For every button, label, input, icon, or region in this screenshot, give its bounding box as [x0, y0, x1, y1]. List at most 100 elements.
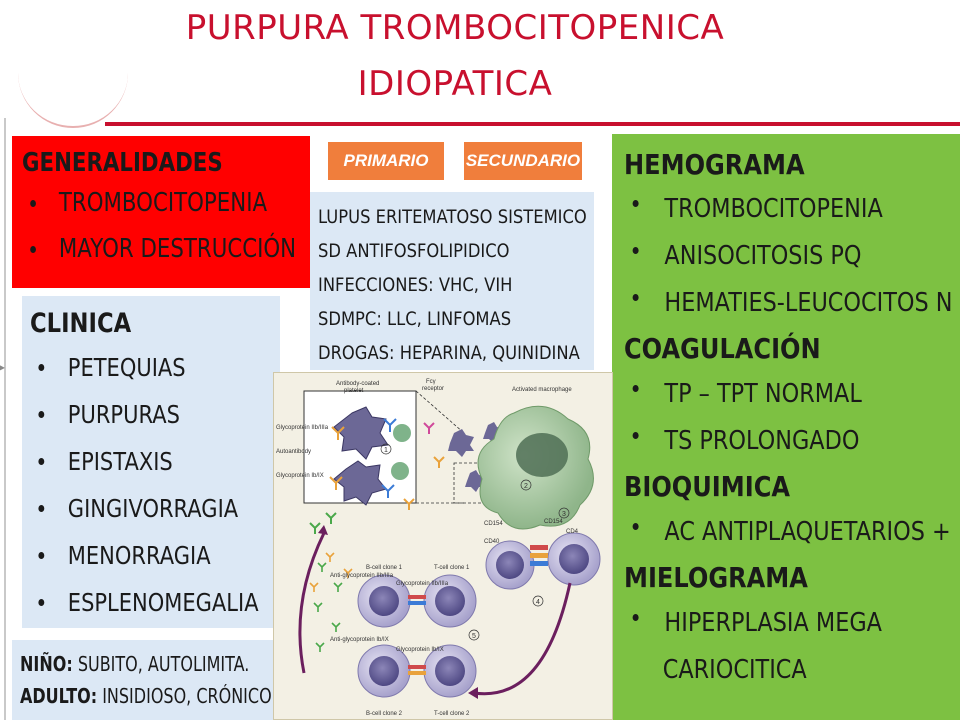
label-cd4: CD4 — [566, 529, 579, 535]
secundario-item: LUPUS ERITEMATOSO SISTEMICO — [318, 206, 587, 228]
edad-box: NIÑO: SUBITO, AUTOLIMITA. ADULTO: INSIDI… — [12, 640, 274, 720]
clinica-item: GINGIVORRAGIA — [30, 485, 282, 532]
nino-text: SUBITO, AUTOLIMITA. — [72, 652, 250, 676]
adulto-text: INSIDIOSO, CRÓNICO — [97, 684, 272, 708]
generalidades-heading: GENERALIDADES — [22, 148, 223, 178]
bullet-icon — [38, 411, 45, 418]
step-number: 1 — [384, 447, 388, 454]
cell-nucleus — [435, 656, 465, 686]
coagulacion-item-label: TP – TPT NORMAL — [664, 379, 862, 409]
bullet-icon — [38, 552, 45, 559]
label-platelet: platelet — [344, 388, 364, 394]
page-title-line2: IDIOPATICA — [357, 64, 553, 104]
label-bcell-1: B-cell clone 1 — [366, 565, 403, 571]
mielograma-heading: MIELOGRAMA — [624, 561, 808, 594]
label-cd154-right: CD154 — [544, 519, 563, 525]
step-number: 2 — [524, 483, 528, 490]
bullet-icon — [632, 614, 639, 621]
clinica-item: PURPURAS — [30, 391, 282, 438]
itp-diagram: Antibody-coated platelet Fcγ receptor Ac… — [276, 379, 601, 717]
coagulacion-item: TS PROLONGADO — [624, 418, 955, 465]
step-number: 4 — [536, 599, 540, 606]
label-tcell-1: T-cell clone 1 — [434, 565, 470, 571]
clinica-item-label: MENORRAGIA — [67, 541, 211, 570]
page-title-line1: PURPURA TROMBOCITOPENICA — [185, 8, 725, 48]
hemograma-item-label: ANISOCITOSIS PQ — [664, 241, 862, 271]
adulto-line: ADULTO: INSIDIOSO, CRÓNICO — [20, 680, 276, 712]
mielograma-item-continued: CARIOCITICA — [624, 647, 955, 694]
bullet-icon — [632, 247, 639, 254]
bullet-icon — [30, 199, 36, 207]
clinica-item: EPISTAXIS — [30, 438, 282, 485]
title-divider — [105, 122, 960, 126]
clinica-item-label: EPISTAXIS — [67, 447, 173, 476]
generalidades-item: MAYOR DESTRUCCIÓN — [22, 226, 301, 272]
flow-arrow — [298, 532, 326, 674]
bullet-icon — [632, 385, 639, 392]
generalidades-item: TROMBOCITOPENIA — [22, 180, 301, 226]
clinica-heading: CLINICA — [30, 308, 132, 339]
generalidades-item-label: TROMBOCITOPENIA — [58, 188, 268, 218]
fc-receptor-cell — [391, 462, 409, 480]
platelet-shape — [333, 406, 389, 460]
bullet-icon — [632, 523, 639, 530]
primario-tag: PRIMARIO — [328, 142, 444, 180]
bullet-icon — [30, 245, 36, 253]
clinica-item-label: PETEQUIAS — [67, 353, 186, 382]
secundario-item: SD ANTIFOSFOLIPIDICO — [318, 240, 510, 262]
bioquimica-item: AC ANTIPLAQUETARIOS + — [624, 509, 955, 556]
secundario-item: INFECCIONES: VHC, VIH — [318, 274, 513, 296]
cell-nucleus — [369, 656, 399, 686]
clinica-item-label: GINGIVORRAGIA — [67, 494, 239, 523]
label-activated-macrophage: Activated macrophage — [512, 387, 572, 393]
clinica-box: CLINICA PETEQUIAS PURPURAS EPISTAXIS GIN… — [22, 296, 280, 628]
mielograma-item: HIPERPLASIA MEGA — [624, 600, 955, 647]
cell-nucleus — [559, 544, 589, 574]
nino-label: NIÑO: — [20, 652, 73, 676]
decorative-arc — [18, 60, 128, 128]
bioquimica-item-label: AC ANTIPLAQUETARIOS + — [664, 517, 951, 547]
coagulacion-item: TP – TPT NORMAL — [624, 371, 955, 418]
slide-edge — [4, 118, 6, 720]
hemograma-item: ANISOCITOSIS PQ — [624, 233, 955, 280]
clinica-item: ESPLENOMEGALIA — [30, 579, 282, 626]
adulto-label: ADULTO: — [20, 684, 98, 708]
hemograma-item-label: HEMATIES-LEUCOCITOS N — [664, 288, 953, 318]
clinica-item: MENORRAGIA — [30, 532, 282, 579]
clinica-item-label: ESPLENOMEGALIA — [67, 588, 259, 617]
step-number: 5 — [472, 633, 476, 640]
clinica-item: PETEQUIAS — [30, 344, 282, 391]
label-cd40: CD40 — [484, 539, 500, 545]
label-gp-ib: Glycoprotein Ib/IX — [276, 473, 324, 479]
bullet-icon — [632, 294, 639, 301]
bullet-icon — [632, 200, 639, 207]
cell-nucleus — [435, 586, 465, 616]
hemograma-item-label: TROMBOCITOPENIA — [664, 194, 883, 224]
laboratorio-box: HEMOGRAMA TROMBOCITOPENIA ANISOCITOSIS P… — [612, 134, 960, 720]
platelet-shape — [333, 460, 387, 506]
secundario-tag: SECUNDARIO — [464, 142, 582, 180]
bullet-icon — [632, 432, 639, 439]
bullet-icon — [38, 599, 45, 606]
label-bcell-2: B-cell clone 2 — [366, 711, 403, 717]
hemograma-item: TROMBOCITOPENIA — [624, 186, 955, 233]
label-autoantibody: Autoantibody — [276, 449, 311, 455]
label-gp-iib: Glycoprotein IIb/IIIa — [276, 425, 329, 431]
hemograma-heading: HEMOGRAMA — [624, 148, 805, 181]
bullet-icon — [38, 505, 45, 512]
generalidades-item-label: MAYOR DESTRUCCIÓN — [58, 234, 297, 264]
mielograma-item-label: CARIOCITICA — [662, 655, 807, 685]
label-gp-iib-mid: Glycoprotein IIb/IIIa — [396, 581, 449, 587]
label-gp-ib-mid: Glycoprotein Ib/IX — [396, 647, 444, 653]
generalidades-box: GENERALIDADES TROMBOCITOPENIA MAYOR DEST… — [12, 136, 310, 288]
flow-arrow — [473, 582, 572, 696]
label-antibody-coated: Antibody-coated — [336, 381, 379, 387]
coagulacion-heading: COAGULACIÓN — [624, 332, 821, 365]
bioquimica-heading: BIOQUIMICA — [624, 470, 791, 503]
hemograma-item: HEMATIES-LEUCOCITOS N — [624, 280, 955, 327]
chevron-right-icon[interactable]: ▸ — [0, 360, 6, 374]
bullet-icon — [38, 364, 45, 371]
nino-line: NIÑO: SUBITO, AUTOLIMITA. — [20, 648, 276, 680]
platelet-shape — [448, 429, 474, 457]
coagulacion-item-label: TS PROLONGADO — [664, 426, 860, 456]
